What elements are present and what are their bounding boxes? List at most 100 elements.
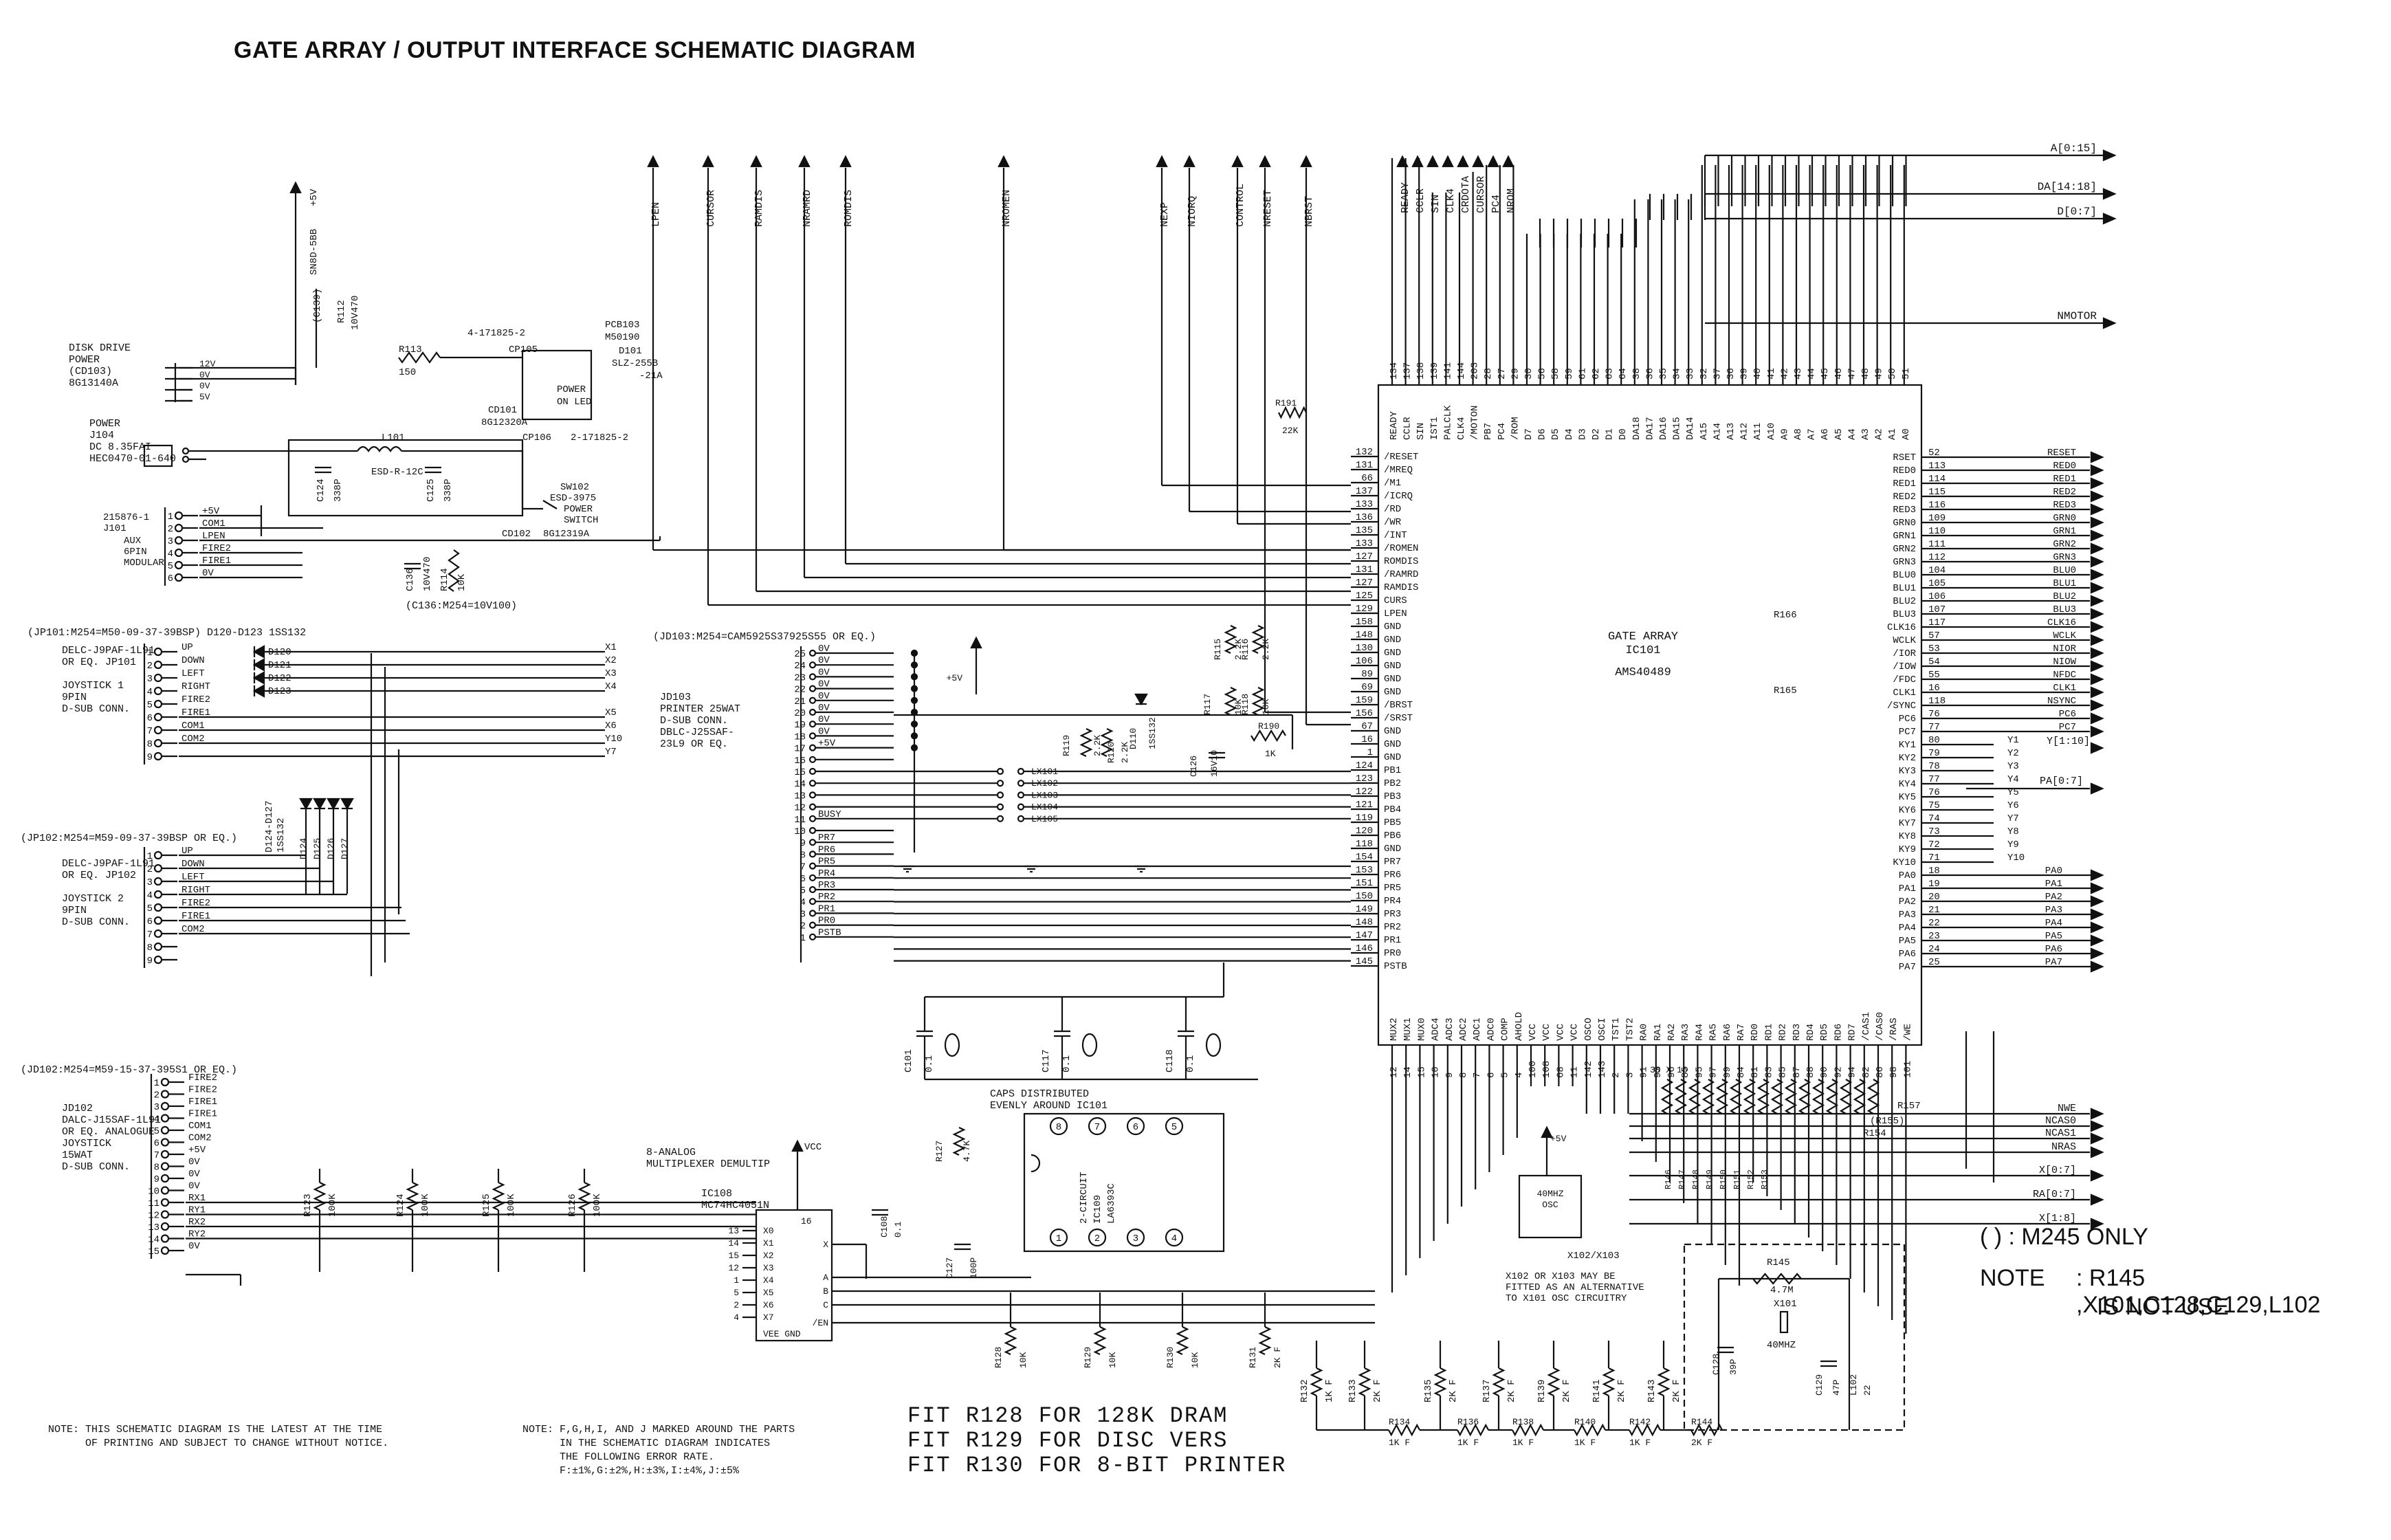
pin-number: 148: [1356, 917, 1373, 928]
pin-number: 133: [1356, 499, 1373, 510]
net-label: PA2: [2045, 892, 2062, 903]
schematic-label: X101: [1774, 1299, 1797, 1310]
pin-signal: GND: [1384, 752, 1401, 763]
pin-number: 34: [1672, 368, 1683, 380]
connector-pin-label: COM2: [181, 924, 205, 935]
resistor: [577, 1182, 591, 1211]
bus-signal-label: CURSOR: [1475, 176, 1487, 213]
pin-signal: RED2: [1893, 492, 1916, 503]
terminal: [160, 1114, 170, 1123]
schematic-label: 4: [800, 897, 806, 908]
pin-number: 61: [1577, 368, 1588, 380]
pin-signal: RA2: [1666, 1024, 1677, 1041]
net-label: BLU1: [2053, 578, 2076, 589]
pin-signal: MUX1: [1402, 1018, 1413, 1041]
bus-arrow: [1487, 155, 1499, 168]
decoupling-symbol: [1205, 1033, 1222, 1057]
terminal: [1017, 767, 1025, 776]
pin-number: 90: [1819, 1066, 1830, 1078]
schematic-label: 1SS132: [276, 818, 287, 852]
pin-number: 85: [1680, 1066, 1691, 1078]
net-label: Y4: [2007, 774, 2019, 785]
bus-arrow: [2090, 882, 2104, 894]
schematic-label: D110: [1128, 728, 1138, 749]
bus-arrow: [2090, 1132, 2104, 1145]
connector-pin-label: RY2: [188, 1229, 206, 1240]
schematic-label: 338P: [443, 478, 454, 502]
terminal: [1049, 1116, 1068, 1136]
schematic-label: 2K F: [1561, 1379, 1572, 1402]
connector-pin-label: 0V: [188, 1157, 200, 1168]
resistor: [1825, 1079, 1839, 1114]
pin-signal: PALCLK: [1442, 405, 1453, 440]
bus-signal-label: CONTROL: [1235, 184, 1246, 227]
resistor: [1743, 1079, 1756, 1114]
schematic-label: R191: [1275, 398, 1297, 408]
pin-signal: A13: [1726, 423, 1737, 440]
pin-number: 127: [1356, 551, 1373, 562]
pin-number: 42: [1779, 368, 1790, 380]
schematic-label: C101: [903, 1049, 914, 1072]
connector-pin-number: 5: [154, 1126, 159, 1137]
schematic-label: D125: [312, 838, 322, 859]
diode: [252, 671, 265, 685]
net-label: GRN0: [2053, 513, 2076, 524]
schematic-label: PA[0:7]: [2040, 776, 2083, 787]
schematic-label: +5V: [818, 738, 836, 749]
connector-pin-number: 15: [148, 1246, 159, 1257]
pin-number: 72: [1928, 839, 1940, 850]
schematic-label: R134: [1389, 1417, 1410, 1427]
schematic-label: 4.7K: [962, 1141, 972, 1162]
bus-label: DA[14:18]: [2038, 181, 2097, 193]
schematic-label: (C136:M254=10V100): [406, 600, 517, 612]
schematic-label: 20: [794, 708, 806, 719]
schematic-label: 1: [1056, 1233, 1061, 1244]
connector-pin-number: 14: [148, 1235, 159, 1246]
net-label: PA4: [2045, 918, 2062, 929]
pin-signal: DA17: [1644, 417, 1655, 440]
resistor: [1079, 728, 1093, 757]
terminal: [808, 732, 817, 740]
pin-number: 76: [1928, 787, 1940, 798]
bus-signal-label: NRESET: [1262, 190, 1274, 227]
schematic-label: 4-171825-2: [467, 328, 525, 339]
schematic-label: 1: [800, 933, 806, 944]
disk-pin-label: 0V: [199, 381, 210, 391]
net-label: Y3: [2007, 761, 2019, 772]
pin-signal: PC6: [1899, 714, 1916, 725]
terminal: [1088, 1116, 1107, 1136]
schematic-label: /EN: [813, 1318, 828, 1328]
net-label: PA0: [2045, 866, 2062, 877]
schematic-label: 2K F: [1448, 1379, 1459, 1402]
bus-label: D[0:7]: [2057, 206, 2097, 218]
pin-signal: DA18: [1631, 417, 1642, 440]
connector-pin-label: LEFT: [181, 872, 205, 883]
pin-signal: /RAMRD: [1384, 569, 1418, 580]
pin-signal: GND: [1384, 674, 1401, 685]
pin-signal: /IOW: [1893, 661, 1916, 672]
disk-pin-label: 0V: [199, 370, 210, 380]
terminal: [1165, 1116, 1184, 1136]
pin-signal: RA7: [1736, 1024, 1747, 1041]
pin-signal: GND: [1384, 648, 1401, 659]
schematic-label: 1K F: [1574, 1438, 1596, 1448]
pin-signal: PB7: [1483, 423, 1494, 440]
bus-signal-label: READY: [1400, 182, 1411, 213]
pin-signal: /FDC: [1893, 674, 1916, 685]
schematic-label: 25: [794, 649, 806, 660]
terminal: [1017, 791, 1025, 799]
schematic-label: 1K F: [1629, 1438, 1651, 1448]
pin-number: 122: [1356, 786, 1373, 798]
terminal: [808, 720, 817, 728]
schematic-label: C129: [1814, 1374, 1825, 1396]
terminal: [153, 751, 163, 761]
schematic-label: 13: [728, 1226, 739, 1236]
pin-number: 88: [1805, 1066, 1816, 1078]
resistor: [313, 1182, 327, 1211]
pin-number: 45: [1820, 368, 1831, 380]
pin-number: 50: [1887, 368, 1898, 380]
pin-number: 144: [1456, 362, 1467, 380]
terminal: [153, 725, 163, 735]
schematic-label: PR3: [818, 880, 835, 891]
